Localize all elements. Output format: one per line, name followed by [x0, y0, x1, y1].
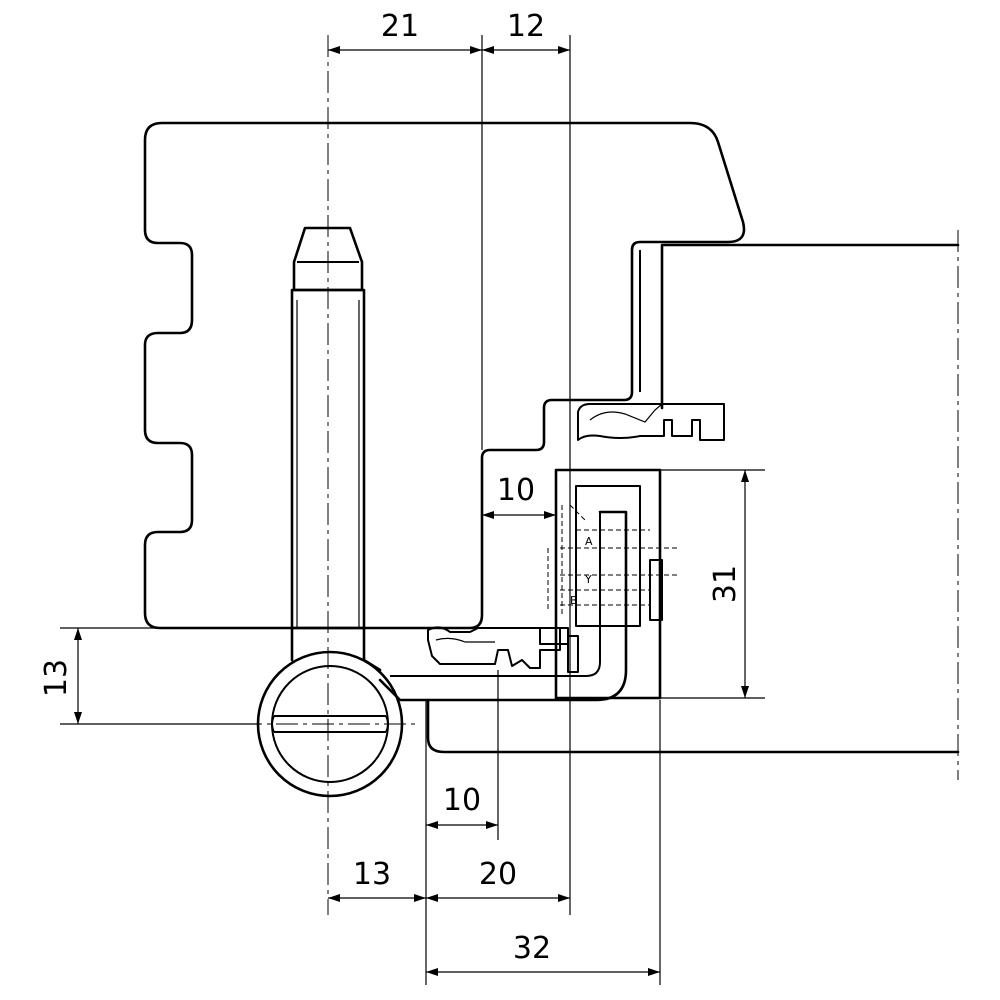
upper-gasket-lip	[589, 403, 663, 423]
hidden-lines	[547, 504, 680, 615]
dim-text-10-upper: 10	[497, 473, 535, 508]
dim-text-31: 31	[708, 565, 743, 603]
hinge-clip	[539, 627, 569, 645]
dim-text-32: 32	[513, 931, 551, 966]
dim-text-13-bottom: 13	[353, 857, 391, 892]
detail-label-a: A	[585, 535, 593, 548]
sash-profile	[660, 243, 960, 410]
hinge-leaf-pocket	[575, 485, 641, 627]
frame-profile	[143, 121, 746, 630]
hinge-leaf-block	[554, 468, 662, 700]
dim-text-12: 12	[507, 9, 545, 44]
upper-gasket	[577, 403, 725, 441]
dim-text-21: 21	[381, 9, 419, 44]
hinge-bracket	[378, 510, 628, 702]
detail-label-c: B	[570, 594, 578, 607]
knuckle-slot	[271, 715, 389, 733]
sash-bottom	[426, 698, 960, 754]
dim-text-13-left: 13	[39, 659, 74, 697]
hinge-clip-2	[567, 635, 579, 673]
detail-label-b: Y	[584, 573, 592, 586]
pin-collar	[290, 626, 382, 672]
dim-text-20: 20	[479, 857, 517, 892]
dim-text-10-lower: 10	[443, 783, 481, 818]
lower-gasket	[427, 626, 561, 669]
lower-gasket-lip	[435, 637, 495, 643]
hinge-bracket-inner	[390, 512, 601, 677]
